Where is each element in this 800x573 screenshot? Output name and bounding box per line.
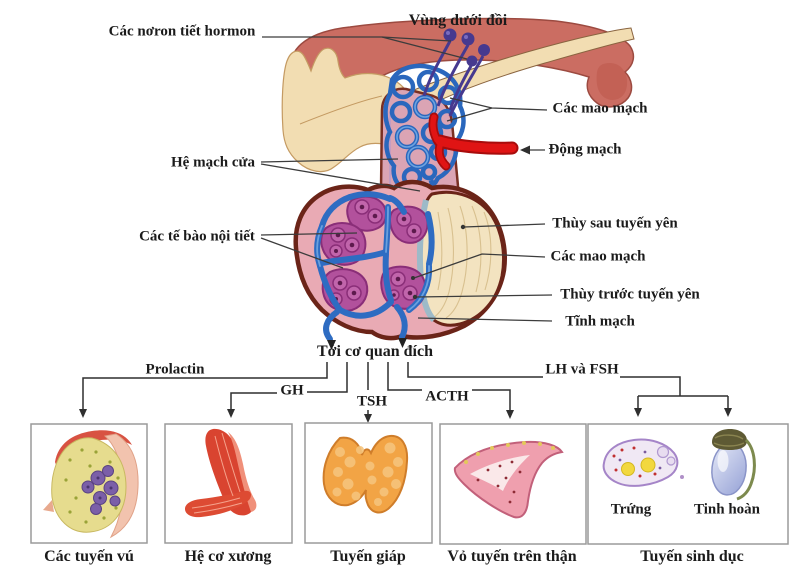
caption-mammary: Các tuyến vú <box>44 548 134 565</box>
label-hormone-acth: ACTH <box>425 388 469 405</box>
neuron-bodies <box>443 28 490 67</box>
testis-art <box>711 429 756 501</box>
label-neurons: Các nơron tiết hormon <box>108 23 256 40</box>
caption-musculoskeletal: Hệ cơ xương <box>184 548 272 565</box>
label-endocrine-cells: Các tế bào nội tiết <box>139 228 255 245</box>
mammary-gland-art <box>43 430 139 539</box>
label-posterior-lobe: Thùy sau tuyến yên <box>552 215 678 232</box>
muscle-arm-art <box>185 428 257 518</box>
label-portal-system: Hệ mạch cửa <box>171 154 255 171</box>
neuron-axons <box>422 40 485 117</box>
label-vein: Tĩnh mạch <box>565 313 635 330</box>
hypothalamus-illustration <box>281 17 635 215</box>
organ-panels <box>30 422 789 545</box>
ovary-art <box>602 438 684 487</box>
pituitary-gland-illustration <box>293 179 507 350</box>
caption-gonads: Tuyến sinh dục <box>640 548 744 565</box>
label-capillaries-mid: Các mao mạch <box>550 248 646 265</box>
artery-vessel <box>428 112 519 171</box>
label-hormone-prolactin: Prolactin <box>145 361 205 378</box>
posterior-striations <box>432 205 492 319</box>
mammillary-shading <box>596 63 628 100</box>
caption-adrenal: Vỏ tuyến trên thận <box>447 548 577 565</box>
label-artery: Động mạch <box>548 141 622 158</box>
vessel-tip-right <box>398 338 407 348</box>
label-to-target-organs: Tới cơ quan đích <box>317 343 433 360</box>
artery-arrowhead <box>520 145 530 155</box>
label-hormone-lh-fsh: LH và FSH <box>545 361 619 378</box>
label-hormone-tsh: TSH <box>356 393 388 410</box>
caption-thyroid: Tuyến giáp <box>330 548 406 565</box>
leader-lines <box>260 36 553 322</box>
label-hypothalamus: Vùng dưới đồi <box>408 12 508 29</box>
label-testis: Tinh hoàn <box>693 501 761 518</box>
tree-arrowheads <box>79 408 732 423</box>
label-hormone-gh: GH <box>280 382 304 399</box>
label-ovum: Trứng <box>610 501 652 518</box>
adrenal-art <box>453 440 564 519</box>
label-anterior-lobe: Thùy trước tuyến yên <box>560 286 700 303</box>
leader-dots <box>411 224 466 300</box>
label-capillaries-top: Các mao mạch <box>552 100 648 117</box>
cream-inner-contour <box>299 95 383 125</box>
vessel-tip-left <box>327 340 336 350</box>
thyroid-art <box>322 434 409 514</box>
hormone-tree <box>82 362 729 414</box>
